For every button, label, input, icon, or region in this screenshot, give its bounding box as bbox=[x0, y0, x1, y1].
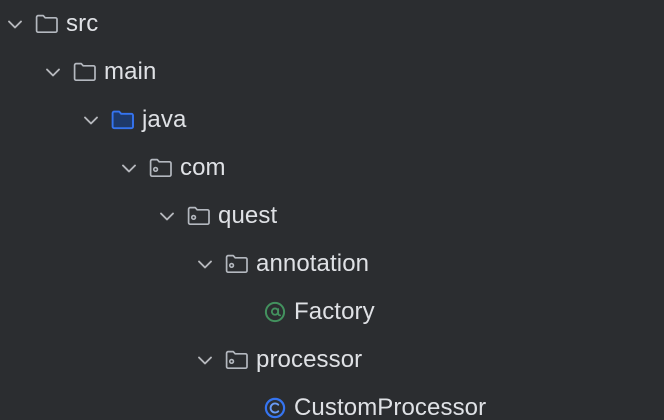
tree-row[interactable]: com bbox=[0, 144, 664, 192]
package-folder-icon bbox=[220, 336, 254, 384]
tree-row[interactable]: CustomProcessor bbox=[0, 384, 664, 420]
tree-no-twisty-spacer bbox=[228, 384, 258, 420]
chevron-down-icon[interactable] bbox=[114, 144, 144, 192]
tree-node-label: CustomProcessor bbox=[294, 394, 487, 420]
tree-indent-spacer bbox=[0, 360, 190, 361]
annotation-type-icon bbox=[258, 288, 292, 336]
tree-row[interactable]: Factory bbox=[0, 288, 664, 336]
tree-row[interactable]: processor bbox=[0, 336, 664, 384]
tree-node-label: quest bbox=[218, 202, 278, 229]
java-class-icon bbox=[258, 384, 292, 420]
tree-node-label: Factory bbox=[294, 298, 375, 325]
tree-row[interactable]: annotation bbox=[0, 240, 664, 288]
folder-icon bbox=[30, 0, 64, 48]
source-root-folder-icon bbox=[106, 96, 140, 144]
tree-indent-spacer bbox=[0, 408, 228, 409]
tree-row[interactable]: main bbox=[0, 48, 664, 96]
tree-row[interactable]: src bbox=[0, 0, 664, 48]
tree-indent-spacer bbox=[0, 72, 38, 73]
tree-node-label: com bbox=[180, 154, 226, 181]
tree-indent-spacer bbox=[0, 312, 228, 313]
tree-node-label: main bbox=[104, 58, 157, 85]
chevron-down-icon[interactable] bbox=[76, 96, 106, 144]
chevron-down-icon[interactable] bbox=[152, 192, 182, 240]
tree-no-twisty-spacer bbox=[228, 288, 258, 336]
package-folder-icon bbox=[182, 192, 216, 240]
tree-row[interactable]: quest bbox=[0, 192, 664, 240]
chevron-down-icon[interactable] bbox=[38, 48, 68, 96]
chevron-down-icon[interactable] bbox=[0, 0, 30, 48]
package-folder-icon bbox=[144, 144, 178, 192]
tree-node-label: src bbox=[66, 10, 99, 37]
tree-indent-spacer bbox=[0, 120, 76, 121]
chevron-down-icon[interactable] bbox=[190, 336, 220, 384]
tree-node-label: java bbox=[142, 106, 187, 133]
tree-node-label: processor bbox=[256, 346, 363, 373]
tree-indent-spacer bbox=[0, 168, 114, 169]
tree-indent-spacer bbox=[0, 264, 190, 265]
chevron-down-icon[interactable] bbox=[190, 240, 220, 288]
folder-icon bbox=[68, 48, 102, 96]
tree-indent-spacer bbox=[0, 216, 152, 217]
tree-row[interactable]: java bbox=[0, 96, 664, 144]
package-folder-icon bbox=[220, 240, 254, 288]
tree-node-label: annotation bbox=[256, 250, 370, 277]
